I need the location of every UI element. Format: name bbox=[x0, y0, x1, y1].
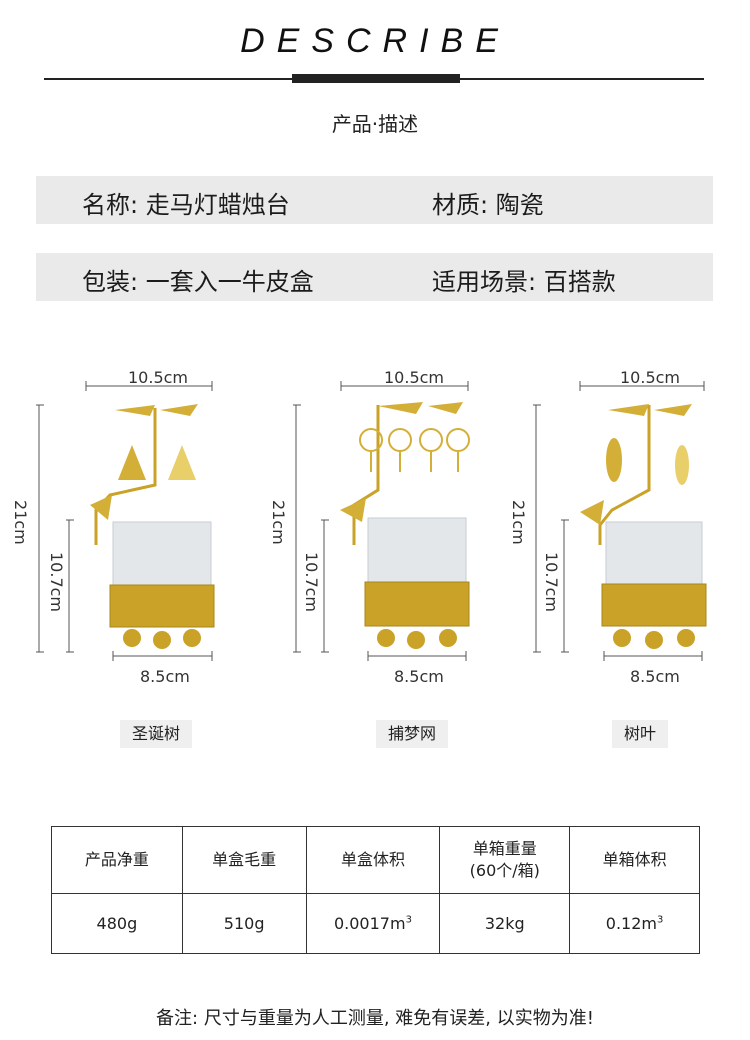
spec-value-row: 480g 510g 0.0017m3 32kg 0.12m3 bbox=[51, 893, 700, 954]
product-name: 名称: 走马灯蜡烛台 bbox=[82, 191, 290, 219]
page-title: DESCRIBE bbox=[240, 22, 510, 60]
variant-label-leaf: 树叶 bbox=[612, 720, 669, 748]
candle-holder-leaf-image bbox=[533, 381, 707, 661]
height-label: 21cm bbox=[509, 500, 528, 545]
info-bar-2: 包装: 一套入一牛皮盒 适用场景: 百搭款 bbox=[36, 253, 713, 301]
base-label: 8.5cm bbox=[630, 667, 680, 686]
spec-header-box-gross-weight: 单盒毛重 bbox=[181, 826, 307, 894]
cup-height-label: 10.7cm bbox=[542, 552, 561, 613]
footnote: 备注: 尺寸与重量为人工测量, 难免有误差, 以实物为准! bbox=[156, 1008, 594, 1029]
spec-header-box-volume: 单盒体积 bbox=[305, 826, 441, 894]
height-label: 21cm bbox=[11, 500, 30, 545]
spec-header-row: 产品净重 单盒毛重 单盒体积 单箱重量(60个/箱) 单箱体积 bbox=[51, 826, 700, 894]
candle-holder-dreamcatcher-image bbox=[293, 381, 470, 661]
title-rule-accent bbox=[292, 74, 460, 83]
info-bar-1: 名称: 走马灯蜡烛台 材质: 陶瓷 bbox=[36, 176, 713, 224]
height-label: 21cm bbox=[269, 500, 288, 545]
spec-box-gross-weight: 510g bbox=[181, 893, 307, 954]
spec-carton-weight: 32kg bbox=[439, 893, 571, 954]
width-label: 10.5cm bbox=[128, 368, 189, 387]
candle-holder-tree-image bbox=[36, 381, 215, 661]
spec-net-weight: 480g bbox=[51, 893, 183, 954]
cup-height-label: 10.7cm bbox=[302, 552, 321, 613]
width-label: 10.5cm bbox=[384, 368, 445, 387]
product-card-leaf: 10.5cm 21cm 10.7cm 8.5cm 树叶 bbox=[494, 360, 734, 750]
page-subtitle: 产品·描述 bbox=[331, 112, 419, 136]
spec-carton-volume: 0.12m3 bbox=[569, 893, 700, 954]
product-card-dreamcatcher: 10.5cm 21cm 10.7cm 8.5cm 捕梦网 bbox=[258, 360, 498, 750]
variant-label-tree: 圣诞树 bbox=[120, 720, 193, 748]
spec-header-carton-weight: 单箱重量(60个/箱) bbox=[439, 826, 571, 894]
cup-height-label: 10.7cm bbox=[47, 552, 66, 613]
spec-header-carton-volume: 单箱体积 bbox=[569, 826, 700, 894]
variant-label-dreamcatcher: 捕梦网 bbox=[376, 720, 449, 748]
width-label: 10.5cm bbox=[620, 368, 681, 387]
spec-header-net-weight: 产品净重 bbox=[51, 826, 183, 894]
base-label: 8.5cm bbox=[394, 667, 444, 686]
product-scene: 适用场景: 百搭款 bbox=[432, 268, 616, 296]
base-label: 8.5cm bbox=[140, 667, 190, 686]
spec-table: 产品净重 单盒毛重 单盒体积 单箱重量(60个/箱) 单箱体积 480g 510… bbox=[51, 826, 700, 954]
product-card-tree: 10.5cm 21cm 10.7cm 8.5cm 圣诞树 bbox=[0, 360, 240, 750]
product-material: 材质: 陶瓷 bbox=[432, 191, 544, 219]
product-packaging: 包装: 一套入一牛皮盒 bbox=[82, 268, 314, 296]
spec-box-volume: 0.0017m3 bbox=[305, 893, 441, 954]
